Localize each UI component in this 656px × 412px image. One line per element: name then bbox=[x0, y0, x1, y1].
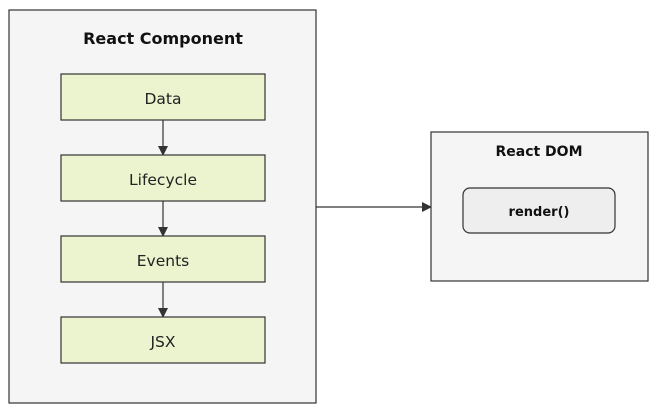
node-data-label: Data bbox=[144, 90, 181, 108]
node-lifecycle[interactable]: Lifecycle bbox=[60, 154, 266, 202]
node-events[interactable]: Events bbox=[60, 235, 266, 283]
render-method-box bbox=[462, 187, 616, 234]
node-lifecycle-label: Lifecycle bbox=[129, 171, 197, 189]
node-data[interactable]: Data bbox=[60, 73, 266, 121]
node-jsx-label: JSX bbox=[149, 333, 175, 351]
node-events-box bbox=[60, 235, 266, 283]
render-method-label: render() bbox=[509, 205, 570, 220]
node-jsx-box bbox=[60, 316, 266, 364]
node-jsx[interactable]: JSX bbox=[60, 316, 266, 364]
react-component-panel: React Component Data Lifecycle Events JS… bbox=[8, 9, 317, 404]
node-data-box bbox=[60, 73, 266, 121]
react-dom-panel: React DOM render() bbox=[430, 131, 649, 282]
node-events-label: Events bbox=[137, 252, 189, 270]
react-dom-title: React DOM bbox=[495, 144, 582, 160]
react-component-title: React Component bbox=[83, 29, 243, 48]
render-method[interactable]: render() bbox=[462, 187, 616, 234]
